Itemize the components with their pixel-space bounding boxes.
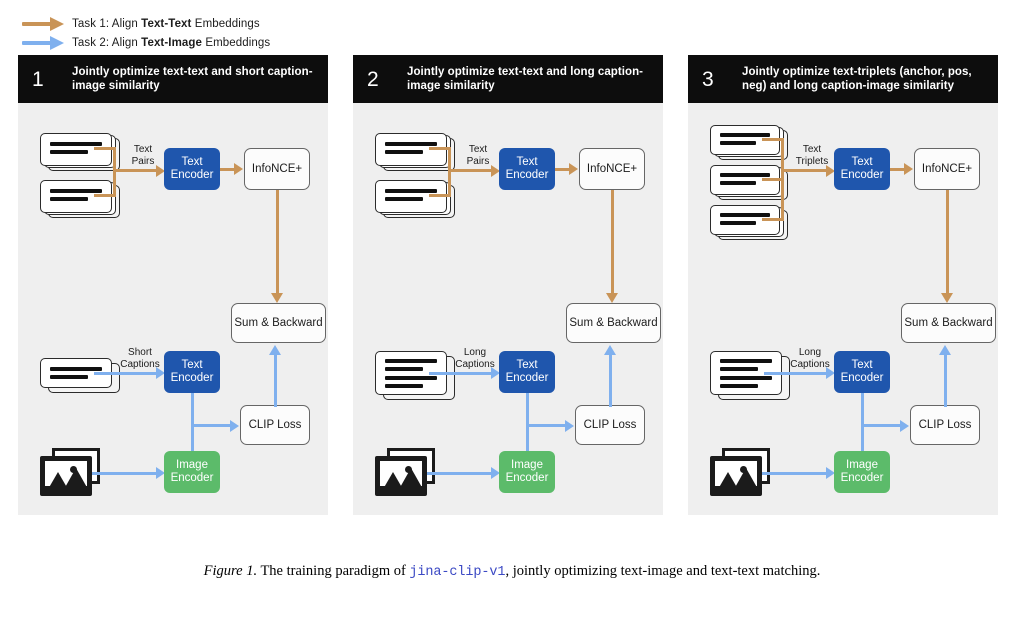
text-encoder-bottom-label: Text Encoder — [170, 359, 214, 384]
legend-item-task-2: Task 2: Align Text-Image Embeddings — [22, 33, 442, 52]
text-pair-doc-1-icon — [375, 133, 457, 171]
infonce-label: InfoNCE+ — [921, 162, 973, 175]
image-stack-icon — [38, 448, 106, 498]
panel-2-number: 2 — [367, 67, 379, 91]
text-encoder-bottom-label: Text Encoder — [505, 359, 549, 384]
image-encoder-label: Image Encoder — [505, 459, 549, 484]
image-encoder-label: Image Encoder — [170, 459, 214, 484]
panel-1: 1 Jointly optimize text-text and short c… — [18, 55, 328, 515]
sum-backward-box[interactable]: Sum & Backward — [566, 303, 661, 343]
text-encoder-bottom-box[interactable]: Text Encoder — [499, 351, 555, 393]
figure-caption: Figure 1. The training paradigm of jina-… — [0, 563, 1024, 580]
model-name: jina-clip-v1 — [409, 565, 506, 580]
text-encoder-bottom-box[interactable]: Text Encoder — [164, 351, 220, 393]
image-stack-icon — [373, 448, 441, 498]
panel-3-header: 3 Jointly optimize text-triplets (anchor… — [688, 55, 998, 103]
panel-2: 2 Jointly optimize text-text and long ca… — [353, 55, 663, 515]
caption-text-after: , jointly optimizing text-image and text… — [505, 563, 821, 579]
panel-3: 3 Jointly optimize text-triplets (anchor… — [688, 55, 998, 515]
arrow-right-icon — [22, 16, 64, 31]
image-encoder-label: Image Encoder — [840, 459, 884, 484]
short-captions-doc-icon — [40, 358, 122, 396]
infonce-box[interactable]: InfoNCE+ — [579, 148, 645, 190]
text-encoder-top-box[interactable]: Text Encoder — [834, 148, 890, 190]
text-triplet-doc-1-icon — [710, 125, 792, 161]
image-stack-icon — [708, 448, 776, 498]
image-encoder-box[interactable]: Image Encoder — [834, 451, 890, 493]
panel-2-header: 2 Jointly optimize text-text and long ca… — [353, 55, 663, 103]
clip-loss-label: CLIP Loss — [918, 418, 972, 431]
panel-3-title: Jointly optimize text-triplets (anchor, … — [742, 66, 972, 92]
legend: Task 1: Align Text-Text Embeddings Task … — [22, 14, 442, 52]
text-encoder-top-label: Text Encoder — [170, 156, 214, 181]
text-pair-doc-2-icon — [375, 180, 457, 218]
text-triplet-doc-3-icon — [710, 205, 792, 241]
clip-loss-box[interactable]: CLIP Loss — [575, 405, 645, 445]
caption-text-before: The training paradigm of — [257, 563, 410, 579]
clip-loss-box[interactable]: CLIP Loss — [910, 405, 980, 445]
arrow-right-icon — [22, 35, 64, 50]
legend-label-task-2: Task 2: Align Text-Image Embeddings — [72, 36, 271, 49]
legend-label-task-1: Task 1: Align Text-Text Embeddings — [72, 17, 260, 30]
panel-1-number: 1 — [32, 67, 44, 91]
panel-1-title: Jointly optimize text-text and short cap… — [72, 66, 313, 92]
image-encoder-box[interactable]: Image Encoder — [164, 451, 220, 493]
infonce-box[interactable]: InfoNCE+ — [914, 148, 980, 190]
long-captions-doc-icon — [710, 351, 792, 401]
sum-backward-box[interactable]: Sum & Backward — [231, 303, 326, 343]
sum-backward-box[interactable]: Sum & Backward — [901, 303, 996, 343]
text-encoder-bottom-box[interactable]: Text Encoder — [834, 351, 890, 393]
text-encoder-top-label: Text Encoder — [840, 156, 884, 181]
text-encoder-top-box[interactable]: Text Encoder — [164, 148, 220, 190]
panel-3-number: 3 — [702, 67, 714, 91]
sum-backward-label: Sum & Backward — [569, 316, 658, 329]
infonce-label: InfoNCE+ — [586, 162, 638, 175]
long-captions-doc-icon — [375, 351, 457, 401]
figure-label: Figure 1. — [203, 563, 258, 579]
clip-loss-label: CLIP Loss — [248, 418, 302, 431]
clip-loss-label: CLIP Loss — [583, 418, 637, 431]
infonce-box[interactable]: InfoNCE+ — [244, 148, 310, 190]
text-pair-doc-2-icon — [40, 180, 122, 218]
text-triplet-doc-2-icon — [710, 165, 792, 201]
image-encoder-box[interactable]: Image Encoder — [499, 451, 555, 493]
text-encoder-top-label: Text Encoder — [505, 156, 549, 181]
panel-2-title: Jointly optimize text-text and long capt… — [407, 66, 644, 92]
sum-backward-label: Sum & Backward — [904, 316, 993, 329]
text-pair-doc-1-icon — [40, 133, 122, 171]
text-encoder-bottom-label: Text Encoder — [840, 359, 884, 384]
panel-1-header: 1 Jointly optimize text-text and short c… — [18, 55, 328, 103]
legend-item-task-1: Task 1: Align Text-Text Embeddings — [22, 14, 442, 33]
infonce-label: InfoNCE+ — [251, 162, 303, 175]
clip-loss-box[interactable]: CLIP Loss — [240, 405, 310, 445]
text-encoder-top-box[interactable]: Text Encoder — [499, 148, 555, 190]
sum-backward-label: Sum & Backward — [234, 316, 323, 329]
